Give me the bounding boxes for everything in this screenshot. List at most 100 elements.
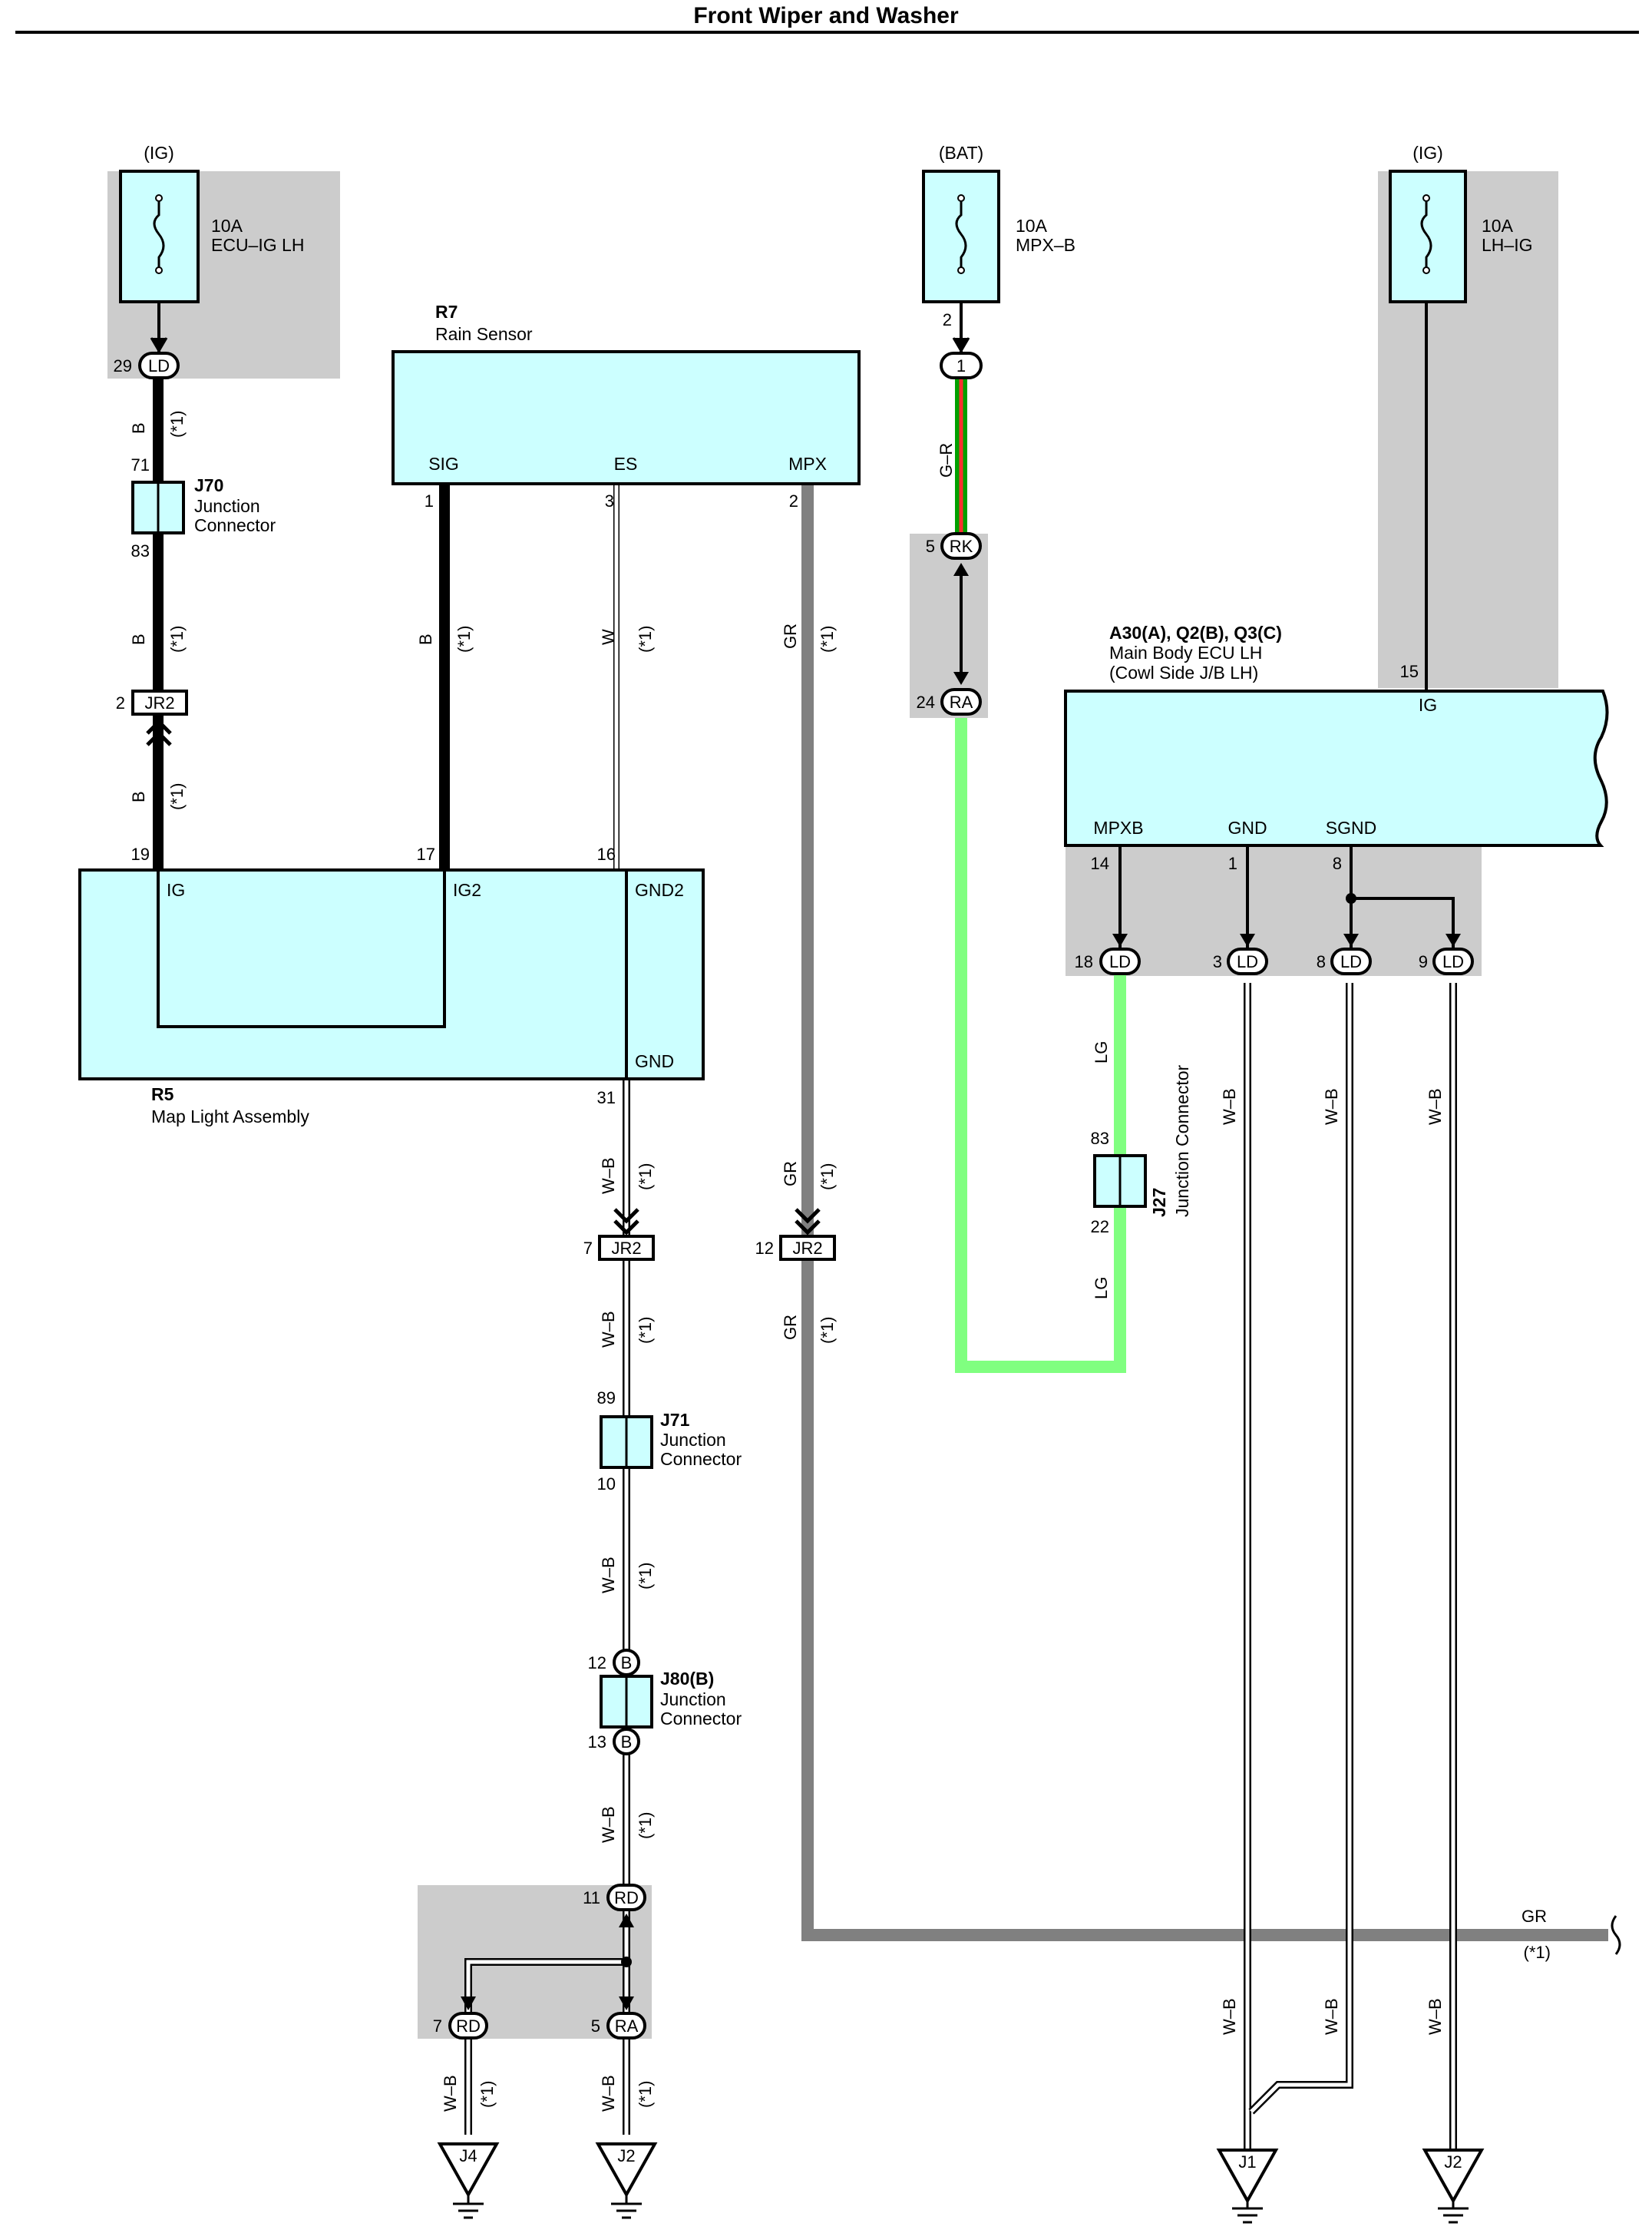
pin-15: 15	[1400, 662, 1419, 681]
pin-5-ra: 5	[591, 2016, 600, 2036]
arrow-chevron-jr2-2	[146, 719, 172, 746]
wire-label-b-1: B	[129, 422, 148, 434]
pin-13-b: 13	[588, 1732, 606, 1752]
pin-29: 29	[114, 356, 132, 375]
arrow-rd-11	[619, 1914, 634, 1927]
rain-sensor-pin-es: ES	[614, 454, 638, 474]
rain-sensor-name: Rain Sensor	[435, 324, 533, 344]
wire-note-gr-3: (*1)	[818, 1317, 837, 1344]
fuse-ecu-ig-name: ECU–IG LH	[211, 235, 304, 255]
ground-j2-right: J2	[1422, 2149, 1485, 2224]
connector-jr2-2: JR2	[131, 690, 188, 716]
pin-18: 18	[1075, 952, 1093, 971]
arrow-ld-9	[1446, 934, 1461, 947]
ecu-pin-ig: IG	[1419, 695, 1437, 715]
arrow-chevron-jr2-12	[795, 1208, 821, 1236]
map-light-box	[78, 868, 705, 1080]
pin-3-ld: 3	[1213, 952, 1222, 971]
wire-label-wb-4: W–B	[599, 1806, 618, 1843]
pin-2-bat: 2	[943, 310, 952, 329]
wire-label-gr-2: GR	[781, 1161, 800, 1186]
ecu-box	[1064, 690, 1609, 847]
svg-text:LD: LD	[1340, 952, 1362, 971]
source-ig-right: (IG)	[1412, 143, 1443, 163]
connector-ld-8: LD	[1330, 948, 1372, 975]
ecu-name: Main Body ECU LH	[1109, 643, 1262, 663]
rd-junction-dot	[621, 1957, 632, 1967]
wire-label-wb-3: W–B	[599, 1556, 618, 1593]
j71-line2: Connector	[660, 1449, 742, 1469]
wire-note-es: (*1)	[636, 626, 655, 653]
pin-3-es: 3	[605, 491, 614, 511]
wire-label-b-sig: B	[416, 634, 435, 645]
wire-note-gr-1: (*1)	[818, 626, 837, 653]
svg-text:J2: J2	[1444, 2152, 1462, 2172]
svg-text:1: 1	[957, 356, 966, 375]
connector-jr2-12: JR2	[779, 1235, 836, 1261]
ecu-id: A30(A), Q2(B), Q3(C)	[1109, 623, 1282, 643]
arrow-rd-7	[461, 1996, 476, 2010]
svg-text:B: B	[621, 1732, 633, 1752]
connector-ra-5: RA	[606, 2012, 646, 2039]
wire-label-gr-3: GR	[781, 1315, 800, 1340]
ecu-pin-gnd: GND	[1227, 818, 1267, 838]
wire-label-wb-gnd: W–B	[1220, 1088, 1239, 1125]
ecu-pin-sgnd: SGND	[1326, 818, 1376, 838]
wire-label-wb-2: W–B	[599, 1311, 618, 1348]
fuse-mpx-b-rating: 10A	[1016, 216, 1048, 236]
wire-note-wb-j2: (*1)	[636, 2081, 655, 2108]
j70-id: J70	[194, 475, 223, 495]
wire-label-wb-sgnd: W–B	[1322, 1088, 1341, 1125]
j27-line1: Junction Connector	[1172, 1064, 1192, 1217]
pin-10: 10	[597, 1474, 616, 1494]
wire-label-wb-j2r-low: W–B	[1426, 1998, 1445, 2035]
wire-label-gr-1: GR	[781, 624, 800, 649]
wire-note-1: (*1)	[167, 411, 187, 438]
connector-ld-9: LD	[1432, 948, 1474, 975]
wire-label-wb-j2: W–B	[599, 2075, 618, 2112]
pin-31: 31	[597, 1088, 616, 1107]
wire-note-wb-j4: (*1)	[477, 2081, 497, 2108]
fuse-mpx-b-name: MPX–B	[1016, 235, 1075, 255]
connector-jr2-7: JR2	[598, 1235, 655, 1261]
pin-14: 14	[1091, 854, 1109, 873]
j80-line2: Connector	[660, 1709, 742, 1729]
wire-label-wb-gnd-low: W–B	[1220, 1998, 1239, 2035]
wire-label-gr-horizontal: GR	[1521, 1907, 1547, 1926]
svg-text:RD: RD	[456, 2016, 481, 2036]
map-light-pin-ig: IG	[167, 880, 185, 900]
connector-ra-24: RA	[940, 688, 982, 716]
j70-line1: Junction	[194, 496, 260, 516]
connector-rd-11: RD	[606, 1884, 646, 1911]
connector-ld-18: LD	[1099, 948, 1141, 975]
arrow-ld-29	[150, 337, 168, 353]
connector-b-12: B	[613, 1649, 640, 1676]
svg-text:J2: J2	[617, 2146, 635, 2165]
svg-text:JR2: JR2	[792, 1239, 822, 1258]
j80-id: J80(B)	[660, 1669, 714, 1689]
pin-8-ld: 8	[1317, 952, 1326, 971]
svg-text:J1: J1	[1238, 2152, 1256, 2172]
pin-1-gnd: 1	[1228, 854, 1237, 873]
pin-22-j27: 22	[1091, 1217, 1109, 1236]
svg-text:B: B	[621, 1653, 633, 1672]
source-bat: (BAT)	[939, 143, 983, 163]
j70-line2: Connector	[194, 515, 276, 535]
ground-j1: J1	[1216, 2149, 1279, 2224]
wire-label-wb-1: W–B	[599, 1157, 618, 1194]
map-light-pin-ig2: IG2	[453, 880, 481, 900]
pin-71: 71	[131, 455, 150, 475]
rain-sensor-id: R7	[435, 302, 458, 322]
wire-note-3: (*1)	[167, 783, 187, 810]
pin-83-j27: 83	[1091, 1129, 1109, 1148]
svg-text:RD: RD	[614, 1888, 639, 1907]
wire-note-sig: (*1)	[454, 626, 474, 653]
j80-line1: Junction	[660, 1689, 726, 1709]
arrow-ra	[953, 672, 969, 685]
wire-label-b-3: B	[129, 791, 148, 802]
pin-89: 89	[597, 1388, 616, 1408]
rain-sensor-pin-mpx: MPX	[788, 454, 827, 474]
wire-note-gr-2: (*1)	[818, 1163, 837, 1190]
svg-text:JR2: JR2	[144, 693, 174, 713]
